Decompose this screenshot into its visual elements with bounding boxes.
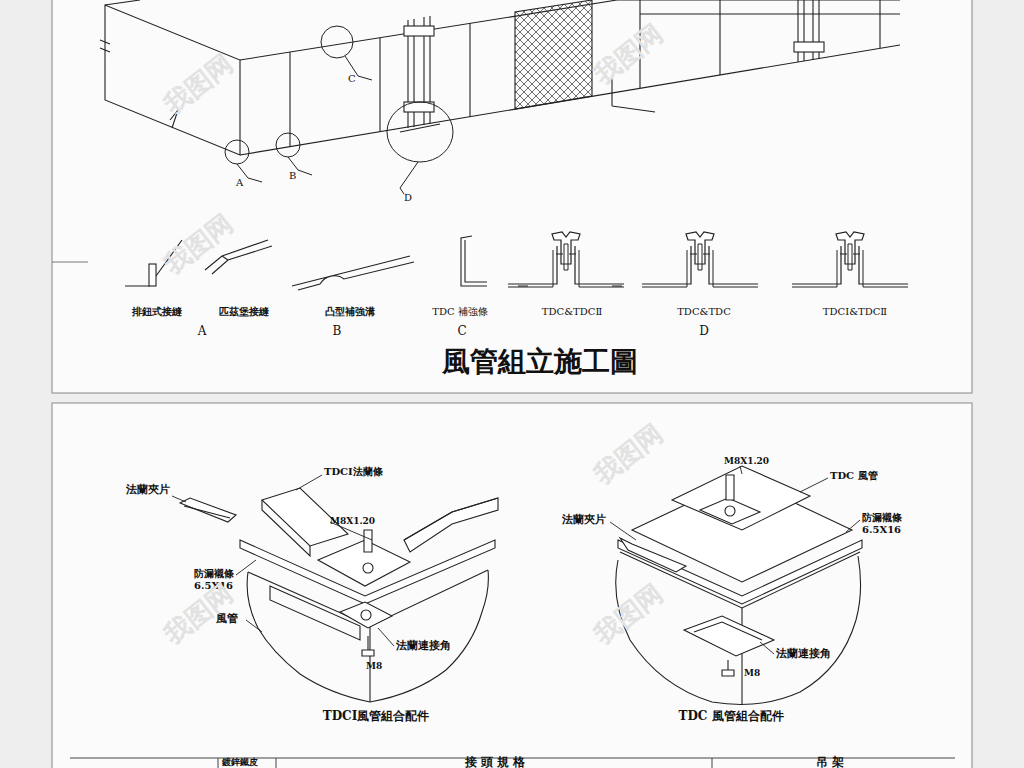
part-label: TDCⅠ風管組合配件 (323, 710, 430, 724)
part-label: 排鈕式接縫 (132, 306, 182, 318)
watermark: 我图网 (589, 419, 669, 491)
part-label: 法蘭連接角 (776, 648, 831, 661)
part-label: TDCⅠ&TDCⅡ (823, 306, 887, 318)
part-label: 匹茲堡接縫 (219, 306, 269, 318)
part-label: TDCⅠ法蘭條 (324, 466, 383, 478)
part-label: TDC 風管 (830, 470, 878, 482)
callout-letter: C (348, 73, 356, 85)
watermark: 我图网 (589, 19, 669, 91)
table-header: 鍍鋅鐵皮 (222, 757, 258, 767)
table-header: 吊 架 (816, 756, 844, 768)
part-label: M8X1.20 (330, 516, 375, 526)
part-label: M8 (366, 661, 382, 671)
part-label: 法蘭連接角 (396, 640, 451, 653)
watermark: 我图网 (159, 49, 239, 121)
part-label: B (333, 325, 342, 339)
part-label: D (699, 325, 709, 339)
callout-letter: B (289, 170, 296, 182)
part-label: TDC 風管組合配件 (678, 710, 783, 724)
part-label: TDC&TDC (677, 306, 731, 318)
callout-letter: A (236, 177, 243, 189)
part-label: 法蘭夾片 (562, 514, 606, 527)
part-label: A (198, 325, 207, 339)
part-label: TDC 補強條 (432, 306, 488, 318)
part-label: 法蘭夾片 (126, 484, 170, 497)
part-label: TDC&TDCⅡ (542, 306, 602, 318)
table-header: 接 頭 規 格 (465, 756, 526, 768)
part-label: C (457, 325, 466, 339)
part-label: 防漏襯條 6.5X16 (862, 512, 924, 535)
part-label: M8X1.20 (724, 456, 769, 466)
watermark: 我图网 (159, 209, 239, 281)
part-label: 凸型補強溝 (325, 306, 375, 318)
part-label: M8 (744, 668, 760, 678)
watermark: 我图网 (589, 579, 669, 651)
callout-letter: D (404, 192, 412, 204)
drawing-title: 風管組立施工圖 (442, 346, 638, 378)
